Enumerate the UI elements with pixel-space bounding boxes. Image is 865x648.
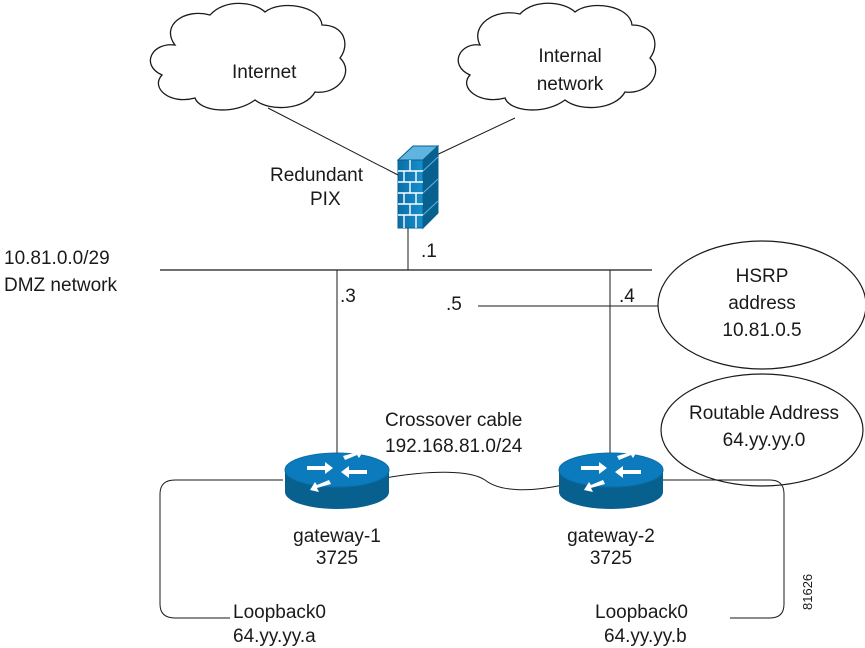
gateway1-loopback-line bbox=[159, 479, 283, 619]
hsrp-label-line1: HSRP bbox=[735, 266, 789, 287]
routable-ellipse bbox=[660, 373, 864, 487]
internal-link bbox=[429, 117, 516, 159]
figure-id: 81626 bbox=[800, 574, 815, 610]
router-icon bbox=[558, 448, 664, 509]
crossover-label: Crossover cable bbox=[385, 410, 523, 431]
firewall-icon bbox=[396, 144, 440, 230]
internet-link bbox=[267, 107, 399, 176]
crossover-subnet-label: 192.168.81.0/24 bbox=[385, 436, 523, 457]
gateway1-name-label: gateway-1 bbox=[293, 526, 381, 547]
gateway2-loopback-label: Loopback0 bbox=[595, 602, 688, 623]
gateway2-name-label: gateway-2 bbox=[567, 526, 655, 547]
internal-network-label-line1: Internal bbox=[538, 46, 602, 67]
gateway1-loopback-label: Loopback0 bbox=[233, 602, 326, 623]
internal-network-cloud bbox=[457, 2, 657, 111]
hsrp-label-line2: address bbox=[728, 293, 796, 314]
internet-label: Internet bbox=[232, 62, 297, 83]
internal-network-label-line2: network bbox=[536, 74, 604, 95]
firewall-label-line2: PIX bbox=[310, 189, 341, 210]
dmz-network-label: DMZ network bbox=[4, 275, 117, 296]
gateway2-model-label: 3725 bbox=[589, 548, 633, 569]
firewall-label-line1: Redundant bbox=[270, 165, 363, 186]
routable-label: Routable Address bbox=[689, 403, 839, 424]
internet-cloud bbox=[149, 2, 347, 111]
hsrp-interface-label: .5 bbox=[446, 294, 462, 315]
crossover-cable bbox=[384, 471, 564, 491]
router-icon bbox=[284, 448, 390, 509]
hsrp-ellipse bbox=[657, 240, 865, 370]
firewall-interface-label: .1 bbox=[421, 241, 437, 262]
gateway1-interface-label: .3 bbox=[340, 286, 356, 307]
gateway2-interface-label: .4 bbox=[619, 286, 635, 307]
gateway1-model-label: 3725 bbox=[315, 548, 359, 569]
dmz-subnet-label: 10.81.0.0/29 bbox=[4, 248, 110, 269]
gateway1-loopback-address: 64.yy.yy.a bbox=[233, 626, 316, 647]
routable-address-label: 64.yy.yy.0 bbox=[722, 430, 806, 451]
gateway2-loopback-line bbox=[660, 479, 785, 619]
gateway2-loopback-address: 64.yy.yy.b bbox=[604, 626, 687, 647]
hsrp-address-label: 10.81.0.5 bbox=[722, 320, 802, 341]
